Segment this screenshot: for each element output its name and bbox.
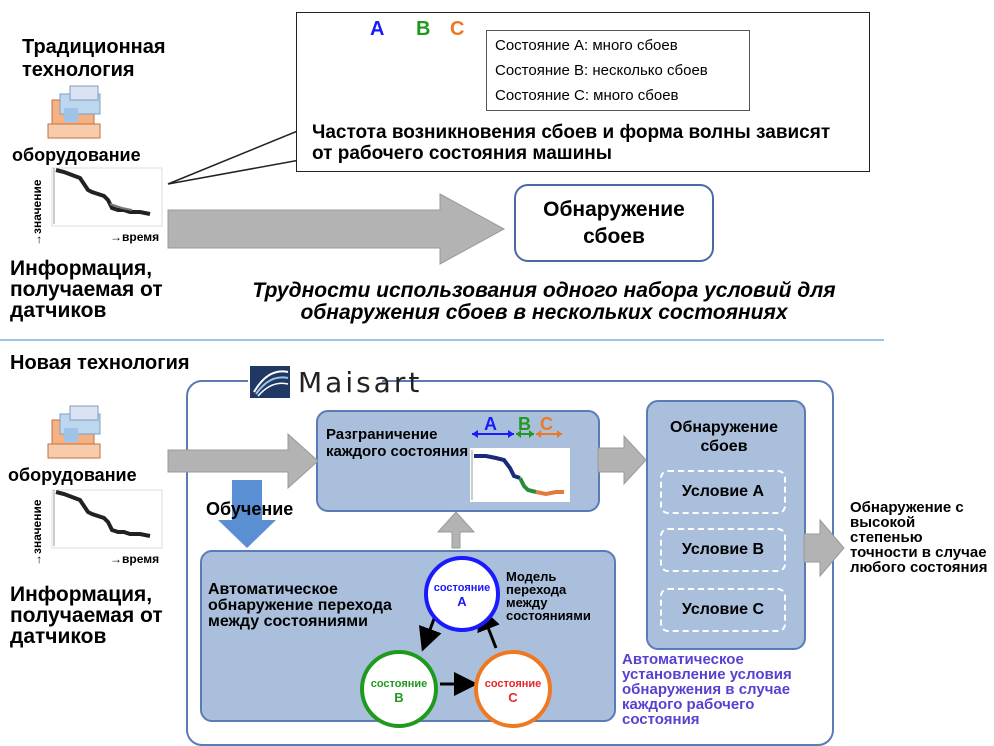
flow-arrow-input bbox=[167, 432, 319, 490]
flow-arrow-detection bbox=[597, 434, 647, 486]
state-a-letter: A bbox=[457, 594, 467, 609]
equipment-label-bottom: оборудование bbox=[8, 465, 137, 485]
sep-letter-b: B bbox=[518, 414, 531, 434]
state-list: Состояние A: много сбоев Состояние B: не… bbox=[486, 30, 750, 111]
detection-panel-title: Обнаружение сбоев bbox=[670, 419, 778, 455]
state-a-word: состояние bbox=[433, 582, 491, 594]
condition-a: Условие A bbox=[660, 470, 786, 514]
state-c-word: состояние bbox=[484, 678, 542, 690]
sensor-info-top: Информация, получаемая от датчиков bbox=[10, 257, 163, 322]
state-b-text: Состояние B: несколько сбоев bbox=[495, 62, 708, 79]
heading-traditional: Традиционная технология bbox=[22, 36, 166, 81]
result-label: Обнаружение с высокой степенью точности … bbox=[850, 499, 988, 576]
callout-note: Частота возникновения сбоев и форма волн… bbox=[312, 122, 831, 164]
flow-arrow-result bbox=[803, 518, 845, 578]
fault-detection-label-top: Обнаружение сбоев bbox=[543, 198, 685, 248]
sep-letter-a: A bbox=[484, 414, 497, 434]
separation-label: Разграничение каждого состояния bbox=[326, 426, 469, 460]
maisart-logo: Maisart bbox=[248, 364, 419, 400]
state-c-text: Состояние C: много сбоев bbox=[495, 87, 679, 104]
flow-arrow-top bbox=[167, 193, 506, 265]
state-a-circle: состояние A bbox=[424, 556, 500, 632]
learning-arrow bbox=[218, 480, 276, 548]
state-b-word: состояние bbox=[370, 678, 428, 690]
axis-time-bottom: →время bbox=[110, 552, 160, 566]
auto-setup-label: Автоматическое установление условия обна… bbox=[622, 651, 792, 728]
callout-letter-a: A bbox=[370, 18, 385, 40]
sensor-waveform-bottom bbox=[51, 489, 163, 549]
state-c-circle: состояние C bbox=[474, 650, 552, 728]
state-a-text: Состояние A: много сбоев bbox=[495, 37, 678, 54]
sep-letter-c: C bbox=[540, 414, 553, 434]
sensor-info-bottom: Информация, получаемая от датчиков bbox=[10, 583, 163, 648]
difficulty-note: Трудности использования одного набора ус… bbox=[252, 279, 836, 324]
feedback-arrow bbox=[436, 511, 476, 549]
callout-letter-b: B bbox=[416, 18, 431, 40]
callout-letter-c: C bbox=[450, 18, 465, 40]
condition-b: Условие B bbox=[660, 528, 786, 572]
sensor-waveform-top bbox=[51, 167, 163, 227]
maisart-logo-icon bbox=[250, 366, 290, 398]
heading-new: Новая технология bbox=[10, 352, 190, 374]
equipment-icon-bottom bbox=[47, 405, 101, 459]
state-b-circle: состояние B bbox=[360, 650, 438, 728]
condition-c: Условие C bbox=[660, 588, 786, 632]
auto-detect-label: Автоматическое обнаружение перехода межд… bbox=[208, 581, 392, 630]
state-b-letter: B bbox=[394, 690, 404, 705]
fault-detection-box-top: Обнаружение сбоев bbox=[514, 184, 714, 262]
equipment-icon-top bbox=[47, 85, 101, 139]
separation-waveform bbox=[470, 430, 570, 502]
maisart-wordmark: Maisart bbox=[298, 366, 423, 399]
axis-time-top: →время bbox=[110, 230, 160, 244]
model-label: Модель перехода между состояниями bbox=[506, 569, 591, 623]
learning-label: Обучение bbox=[206, 499, 294, 519]
equipment-label-top: оборудование bbox=[12, 145, 141, 165]
state-c-letter: C bbox=[508, 690, 518, 705]
